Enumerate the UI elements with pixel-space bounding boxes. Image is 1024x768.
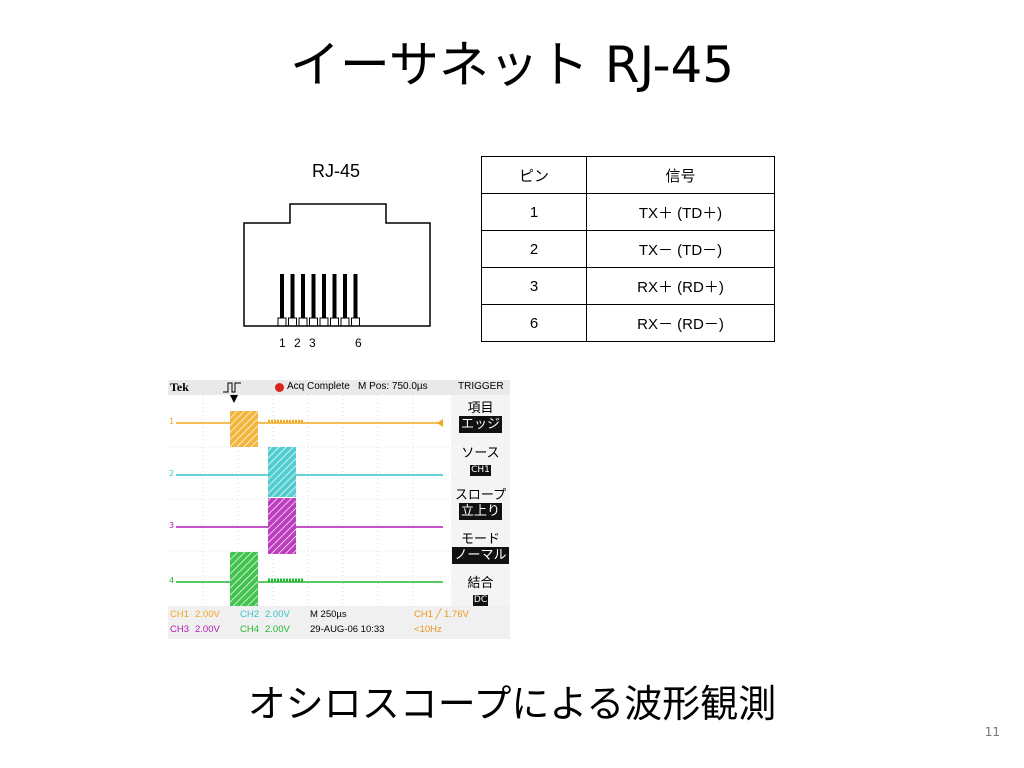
ch2-scale: 2.00V <box>265 609 290 620</box>
signal-cell: RX－ (RD－) <box>586 304 775 342</box>
scope-status-bar: Tek Acq Complete M Pos: 750.0µs TRIGGER <box>168 380 510 395</box>
ch3-scale: 2.00V <box>195 624 220 635</box>
trigger-menu: 項目 エッジ ソース CH1 スロープ 立上り モード ノーマル 結合 DC <box>451 395 510 606</box>
menu-label: 項目 <box>467 401 494 416</box>
menu-value: CH1 <box>470 465 491 476</box>
ch3-waveform <box>176 498 443 554</box>
rj45-pins <box>280 274 358 318</box>
signal-cell: TX－ (TD－) <box>586 230 775 268</box>
menu-value: ノーマル <box>452 547 509 564</box>
rj45-label: RJ-45 <box>311 161 360 181</box>
acq-status: Acq Complete <box>287 381 350 392</box>
menu-item-slope: スロープ 立上り <box>451 484 510 520</box>
pin-signal-table: ピン 信号 1 TX＋ (TD＋) 2 TX－ (TD－) 3 RX＋ (RD＋… <box>481 156 775 342</box>
menu-item-type: 項目 エッジ <box>451 397 510 433</box>
menu-value: エッジ <box>458 416 502 433</box>
trigger-level-icon <box>437 419 443 427</box>
pin-cell: 6 <box>481 304 587 342</box>
signal-cell: TX＋ (TD＋) <box>586 193 775 231</box>
ch1-marker: 1 <box>169 417 175 426</box>
acq-status-dot-icon <box>275 383 284 392</box>
ch1-scale: 2.00V <box>195 609 220 620</box>
menu-label: モード <box>460 532 500 547</box>
ch4-marker: 4 <box>169 576 175 585</box>
ch2-label: CH2 <box>240 609 260 620</box>
pin-number-6: 6 <box>355 336 362 350</box>
slide-title: イーサネット RJ-45 <box>289 36 735 94</box>
ch1-waveform <box>176 411 443 447</box>
table-row: 1 TX＋ (TD＋) <box>481 193 775 231</box>
table-header-row: ピン 信号 <box>481 156 775 194</box>
ch4-waveform <box>176 552 443 606</box>
menu-item-source: ソース CH1 <box>451 442 510 476</box>
oscilloscope-screen: Tek Acq Complete M Pos: 750.0µs TRIGGER <box>168 380 510 639</box>
menu-item-mode: モード ノーマル <box>451 528 510 564</box>
menu-value: 立上り <box>458 503 502 520</box>
menu-value: DC <box>472 595 489 606</box>
menu-label: ソース <box>461 446 500 461</box>
rj45-connector-diagram <box>243 203 431 327</box>
menu-item-coupling: 結合 DC <box>451 572 510 606</box>
ch4-label: CH4 <box>240 624 260 635</box>
ch3-label: CH3 <box>170 624 190 635</box>
table-row: 3 RX＋ (RD＋) <box>481 267 775 305</box>
header-signal: 信号 <box>586 156 775 194</box>
menu-label: 結合 <box>467 576 494 591</box>
table-row: 6 RX－ (RD－) <box>481 304 775 342</box>
page-number: 11 <box>984 725 1000 739</box>
trigger-frequency: <10Hz <box>414 624 442 635</box>
pin-number-1: 1 <box>279 336 286 350</box>
pin-cell: 1 <box>481 193 587 231</box>
menu-label: スロープ <box>454 488 507 503</box>
pin-cell: 3 <box>481 267 587 305</box>
trigger-header: TRIGGER <box>458 381 504 392</box>
ch2-waveform <box>176 447 443 497</box>
scope-date: 29-AUG-06 10:33 <box>310 624 385 635</box>
ch3-marker: 3 <box>169 521 175 530</box>
trigger-position-icon <box>230 395 238 403</box>
pin-number-3: 3 <box>309 336 316 350</box>
trigger-pulse-icon <box>223 382 241 393</box>
pin-cell: 2 <box>481 230 587 268</box>
waveform-display <box>168 395 451 606</box>
header-pin: ピン <box>481 156 587 194</box>
signal-cell: RX＋ (RD＋) <box>586 267 775 305</box>
pin-number-2: 2 <box>294 336 301 350</box>
slide-subtitle: オシロスコープによる波形観測 <box>247 682 777 726</box>
ch1-label: CH1 <box>170 609 190 620</box>
ch2-marker: 2 <box>169 469 175 478</box>
timebase: M 250µs <box>310 609 347 620</box>
table-row: 2 TX－ (TD－) <box>481 230 775 268</box>
trigger-readout: CH1 ╱ 1.76V <box>414 609 469 620</box>
ch4-scale: 2.00V <box>265 624 290 635</box>
m-pos: M Pos: 750.0µs <box>358 381 428 392</box>
scope-readout-bar: CH1 2.00V CH2 2.00V M 250µs CH1 ╱ 1.76V … <box>168 606 510 639</box>
scope-brand: Tek <box>170 380 189 394</box>
